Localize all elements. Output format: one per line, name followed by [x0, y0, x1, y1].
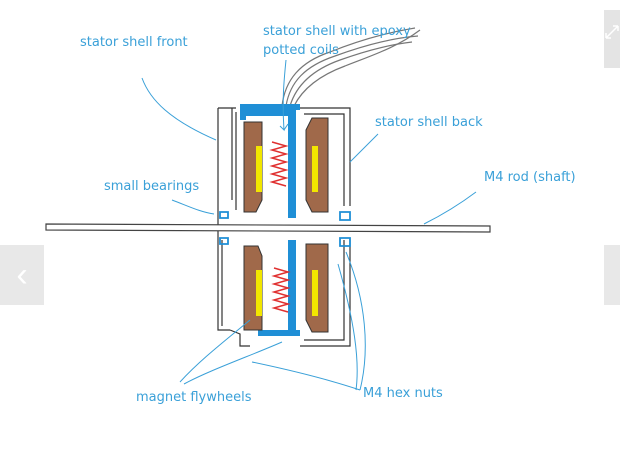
next-image-button[interactable]	[604, 245, 620, 305]
coil-upper	[269, 141, 289, 187]
previous-image-button[interactable]: ‹	[0, 245, 44, 305]
label-stator-shell-epoxy-line2: potted coils	[263, 43, 339, 58]
stator-shell-front	[217, 107, 237, 331]
chevron-left-icon: ‹	[16, 255, 28, 294]
magnet-right-upper	[312, 146, 318, 192]
label-small-bearings: small bearings	[104, 179, 200, 194]
magnet-right-lower	[312, 270, 318, 316]
label-stator-shell-back: stator shell back	[375, 115, 483, 130]
magnet-left-upper	[256, 146, 262, 192]
magnet-left-lower	[256, 270, 262, 316]
expand-icon	[605, 25, 619, 39]
hex-nut-right	[339, 211, 351, 247]
coil-wires	[281, 27, 421, 107]
label-stator-shell-front: stator shell front	[80, 35, 188, 50]
m4-rod-shaft	[45, 223, 491, 233]
pointer-lines	[141, 59, 477, 391]
stator-shell-back	[300, 107, 351, 347]
label-stator-shell-epoxy-line1: stator shell with epoxy	[263, 24, 411, 39]
label-m4-rod: M4 rod (shaft)	[484, 170, 576, 185]
label-magnet-flywheels: magnet flywheels	[136, 390, 252, 405]
expand-button[interactable]	[604, 10, 620, 68]
label-m4-hex-nuts: M4 hex nuts	[363, 386, 443, 401]
coil-lower	[271, 267, 291, 313]
stator-epoxy-shell	[240, 104, 300, 218]
bearing-left	[219, 211, 229, 245]
